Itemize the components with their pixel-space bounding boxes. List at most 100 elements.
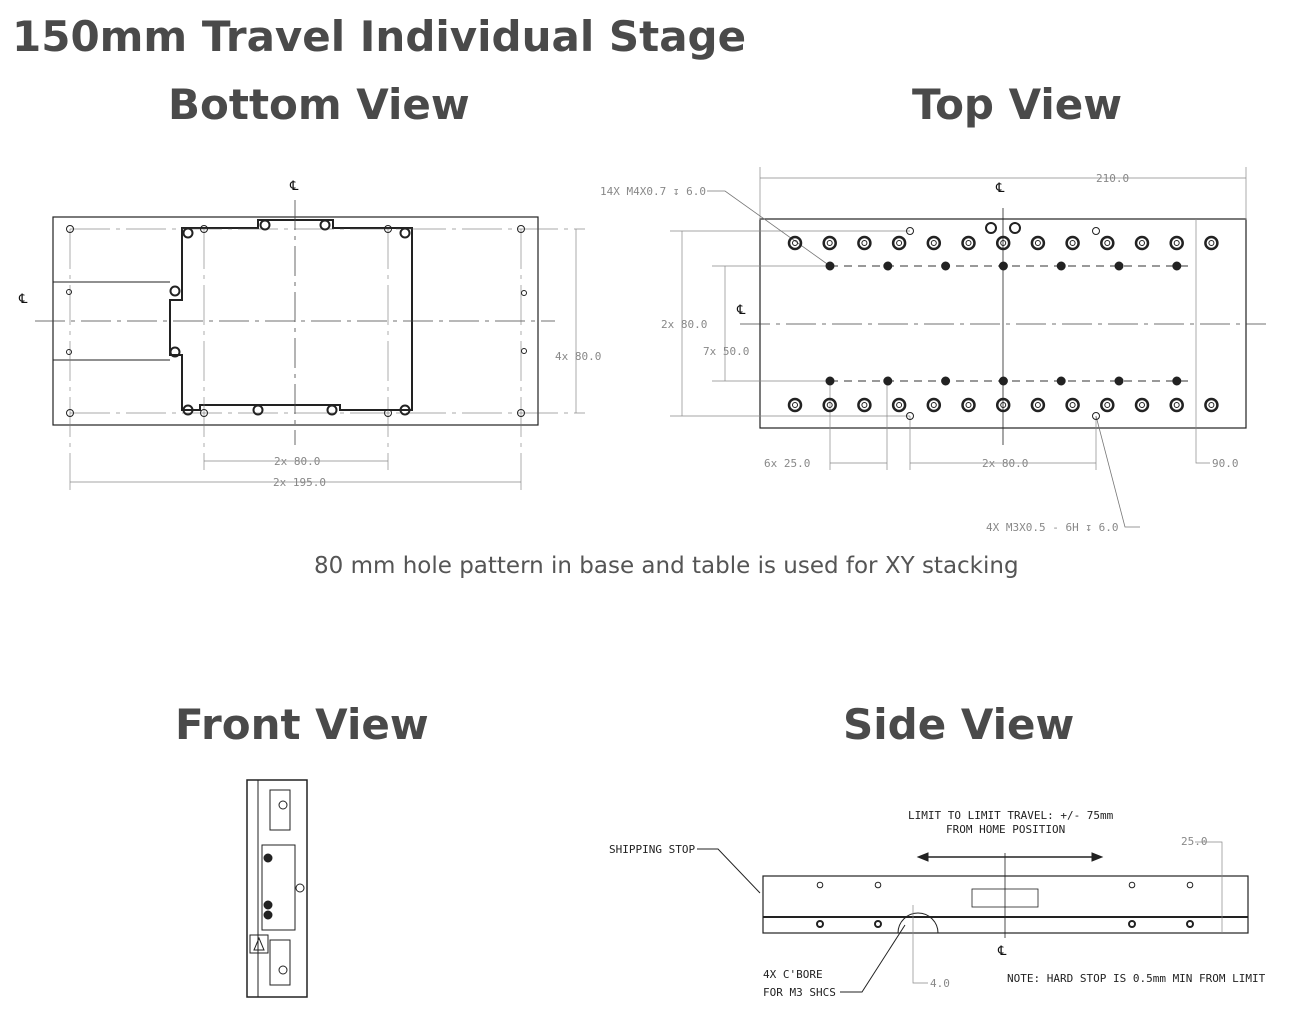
hole-mark [792, 402, 798, 408]
hole-mark [319, 219, 331, 231]
callout-m3-holes: 4X M3X0.5 - 6H ↧ 6.0 [986, 521, 1118, 534]
hole-mark [384, 225, 392, 233]
bottom-view-title: Bottom View [168, 80, 470, 129]
hole-mark [1128, 881, 1136, 889]
dim-side-height: 25.0 [1181, 835, 1208, 848]
travel-note-line2: FROM HOME POSITION [946, 823, 1065, 836]
hole-mark [816, 920, 824, 928]
top-view-drawing [670, 167, 1266, 528]
dim-top-width: 210.0 [1096, 172, 1129, 185]
hole-mark [252, 404, 264, 416]
hole-mark [1000, 240, 1007, 246]
hole-mark [995, 397, 1011, 413]
hole-mark [861, 240, 868, 246]
centerline-symbol: ℄ [997, 944, 1007, 959]
hole-mark [1104, 240, 1111, 246]
hole-mark [965, 240, 972, 246]
hole-mark [822, 397, 837, 413]
hole-mark [66, 225, 74, 233]
hole-mark [1092, 227, 1100, 235]
dim-top-pitch-x: 6x 25.0 [764, 457, 810, 470]
hole-mark [930, 240, 937, 246]
hole-mark [521, 290, 527, 296]
hole-mark [891, 235, 907, 251]
hole-mark [66, 349, 72, 355]
hole-mark [1186, 881, 1194, 889]
cbore-label-line2: FOR M3 SHCS [763, 986, 836, 999]
hole-mark [200, 409, 208, 417]
shipping-stop-label: SHIPPING STOP [609, 843, 695, 856]
centerline-symbol: ℄ [736, 303, 746, 318]
hole-mark [1139, 402, 1145, 408]
hole-mark [66, 289, 72, 295]
hole-mark [816, 881, 824, 889]
hole-mark [883, 376, 893, 386]
hole-mark [941, 376, 951, 386]
hole-mark [965, 402, 972, 408]
hole-mark [1065, 235, 1080, 251]
hole-mark [66, 409, 74, 417]
hole-mark [1173, 240, 1180, 246]
hole-mark [1000, 402, 1007, 408]
hole-mark [874, 881, 882, 889]
hole-mark [926, 235, 942, 251]
hole-mark [896, 402, 903, 408]
hole-mark [861, 402, 868, 408]
hole-mark [825, 376, 835, 386]
dim-top-pattern: 2x 80.0 [982, 457, 1028, 470]
hole-mark [941, 261, 951, 271]
centerline-symbol: ℄ [18, 292, 28, 307]
hole-mark [1172, 376, 1182, 386]
dim-bottom-height: 4x 80.0 [555, 350, 601, 363]
hole-mark [874, 920, 882, 928]
hole-mark [1208, 240, 1215, 246]
caption: 80 mm hole pattern in base and table is … [314, 553, 1019, 579]
hole-mark [169, 346, 181, 358]
hole-mark [1034, 240, 1041, 246]
callout-m4-holes: 14X M4X0.7 ↧ 6.0 [600, 185, 706, 198]
hole-mark [1056, 376, 1066, 386]
hole-mark [1065, 397, 1080, 413]
dim-bottom-width: 2x 195.0 [273, 476, 326, 489]
dim-top-offset: 90.0 [1212, 457, 1239, 470]
hole-mark [1114, 261, 1124, 271]
front-view-title: Front View [175, 700, 429, 749]
hole-mark [1208, 402, 1215, 408]
side-view-drawing [697, 841, 1249, 993]
hole-mark [1030, 235, 1046, 251]
hole-mark [1169, 397, 1184, 413]
hole-mark [1069, 402, 1076, 408]
hole-mark [1134, 397, 1150, 413]
hole-mark [517, 225, 525, 233]
hole-mark [883, 261, 893, 271]
dim-bottom-pattern: 2x 80.0 [274, 455, 320, 468]
hole-mark [891, 397, 907, 413]
hole-mark [826, 240, 833, 246]
bottom-view-drawing [35, 200, 585, 490]
hole-mark [1186, 920, 1194, 928]
hole-mark [384, 409, 392, 417]
hole-mark [961, 397, 976, 413]
hole-mark [825, 261, 835, 271]
hole-mark [521, 348, 527, 354]
centerline-symbol: ℄ [289, 179, 299, 194]
hole-mark [517, 409, 525, 417]
hole-mark [1056, 261, 1066, 271]
hole-mark [998, 261, 1008, 271]
hole-mark [1009, 222, 1021, 234]
hole-mark [822, 235, 837, 251]
top-view-title: Top View [912, 80, 1123, 129]
hole-mark [906, 412, 914, 420]
hole-mark [857, 235, 872, 251]
hole-mark [906, 227, 914, 235]
dim-top-pitch-y: 7x 50.0 [703, 345, 749, 358]
hole-mark [399, 404, 411, 416]
page-title: 150mm Travel Individual Stage [12, 12, 747, 61]
hole-mark [1114, 376, 1124, 386]
hole-mark [1134, 235, 1150, 251]
cbore-label-line1: 4X C'BORE [763, 968, 823, 981]
hole-mark [826, 402, 833, 408]
hole-mark [787, 397, 803, 413]
front-view-drawing [246, 779, 308, 998]
